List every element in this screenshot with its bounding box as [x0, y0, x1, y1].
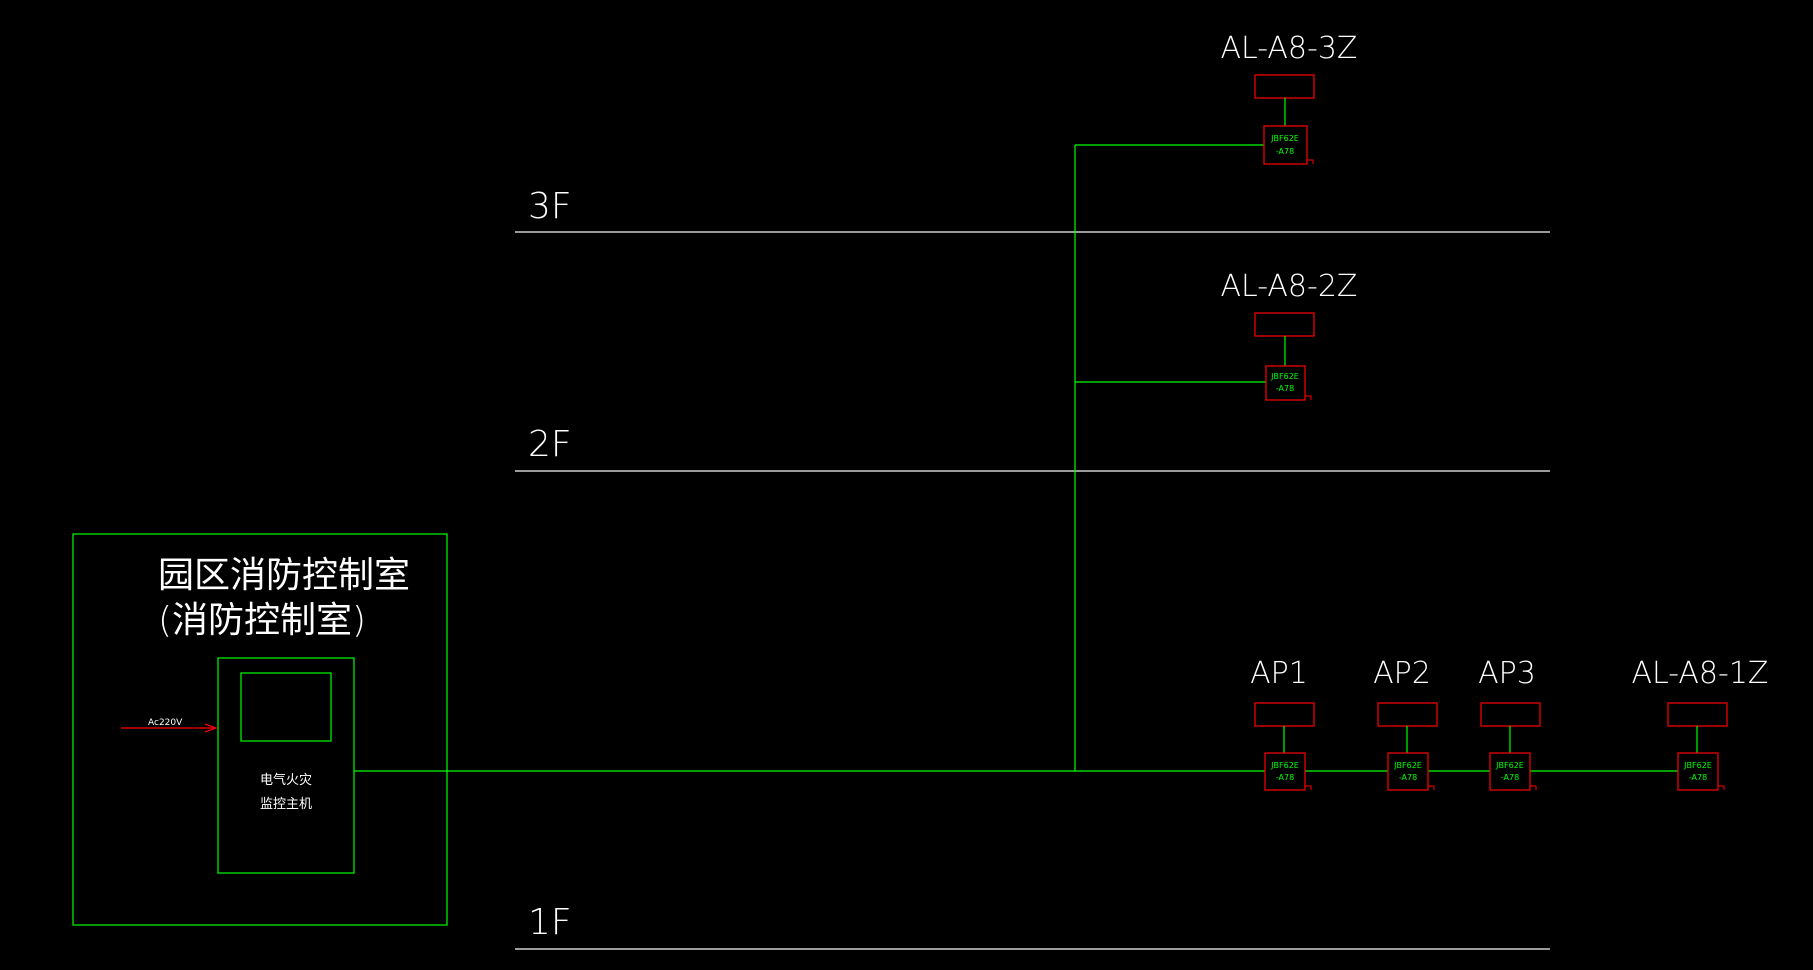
module-label-line1: JBF62E	[1270, 761, 1299, 770]
floor-label-3f: 3F	[528, 186, 572, 227]
panel-label: AP2	[1373, 656, 1431, 691]
host-label-line2: 监控主机	[260, 797, 312, 812]
monitoring-module[interactable]	[1265, 365, 1306, 401]
floor-label-1f: 1F	[528, 902, 572, 943]
distribution-box[interactable]	[1377, 702, 1438, 727]
control-room-title-line2: (消防控制室)	[158, 600, 366, 641]
control-room-boundary	[72, 533, 448, 926]
host-label-line1: 电气火灾	[260, 772, 312, 788]
panel-al-a8-2z[interactable]: AL-A8-2Z JBF62E -A78	[1221, 269, 1358, 401]
distribution-box[interactable]	[1254, 702, 1315, 727]
floor-label-2f: 2F	[528, 424, 572, 465]
terminal-mark-icon	[1305, 785, 1312, 790]
distribution-box[interactable]	[1667, 702, 1728, 727]
module-label-line2: -A78	[1276, 147, 1294, 156]
host-display-screen	[240, 672, 332, 742]
terminal-mark-icon	[1530, 785, 1537, 790]
module-label-line2: -A78	[1276, 773, 1294, 782]
panel-ap1[interactable]: AP1 JBF62E -A78	[1250, 656, 1315, 791]
module-label-line1: JBF62E	[1495, 761, 1524, 770]
module-label-line1: JBF62E	[1683, 761, 1712, 770]
control-room-title-line1: 园区消防控制室	[158, 555, 410, 596]
module-label-line1: JBF62E	[1270, 372, 1299, 381]
module-label-line2: -A78	[1689, 773, 1707, 782]
power-input-arrow-icon	[204, 723, 218, 733]
terminal-mark-icon	[1718, 785, 1725, 790]
panel-label: AL-A8-3Z	[1221, 31, 1358, 66]
module-label-line2: -A78	[1399, 773, 1417, 782]
distribution-box[interactable]	[1480, 702, 1541, 727]
panel-label: AL-A8-1Z	[1632, 656, 1769, 691]
distribution-box[interactable]	[1254, 74, 1315, 99]
monitoring-module[interactable]	[1677, 752, 1719, 791]
monitoring-module[interactable]	[1387, 752, 1429, 791]
panel-al-a8-3z[interactable]: AL-A8-3Z JBF62E -A78	[1221, 31, 1358, 165]
terminal-mark-icon	[1307, 159, 1314, 164]
panel-label: AP1	[1250, 656, 1308, 691]
panel-al-a8-1z[interactable]: AL-A8-1Z JBF62E -A78	[1632, 656, 1769, 791]
distribution-box[interactable]	[1254, 312, 1315, 337]
monitoring-host[interactable]	[217, 657, 355, 874]
monitoring-module[interactable]	[1264, 752, 1306, 791]
panel-label: AL-A8-2Z	[1221, 269, 1358, 304]
power-input-label: Ac220V	[148, 718, 183, 728]
monitoring-module[interactable]	[1263, 125, 1308, 165]
module-label-line2: -A78	[1276, 384, 1294, 393]
module-label-line2: -A78	[1501, 773, 1519, 782]
module-label-line1: JBF62E	[1393, 761, 1422, 770]
panel-label: AP3	[1478, 656, 1536, 691]
panel-ap3[interactable]: AP3 JBF62E -A78	[1478, 656, 1541, 791]
terminal-mark-icon	[1305, 395, 1312, 400]
monitoring-module[interactable]	[1489, 752, 1531, 791]
module-label-line1: JBF62E	[1270, 134, 1299, 143]
panel-ap2[interactable]: AP2 JBF62E -A78	[1373, 656, 1438, 791]
terminal-mark-icon	[1428, 785, 1435, 790]
